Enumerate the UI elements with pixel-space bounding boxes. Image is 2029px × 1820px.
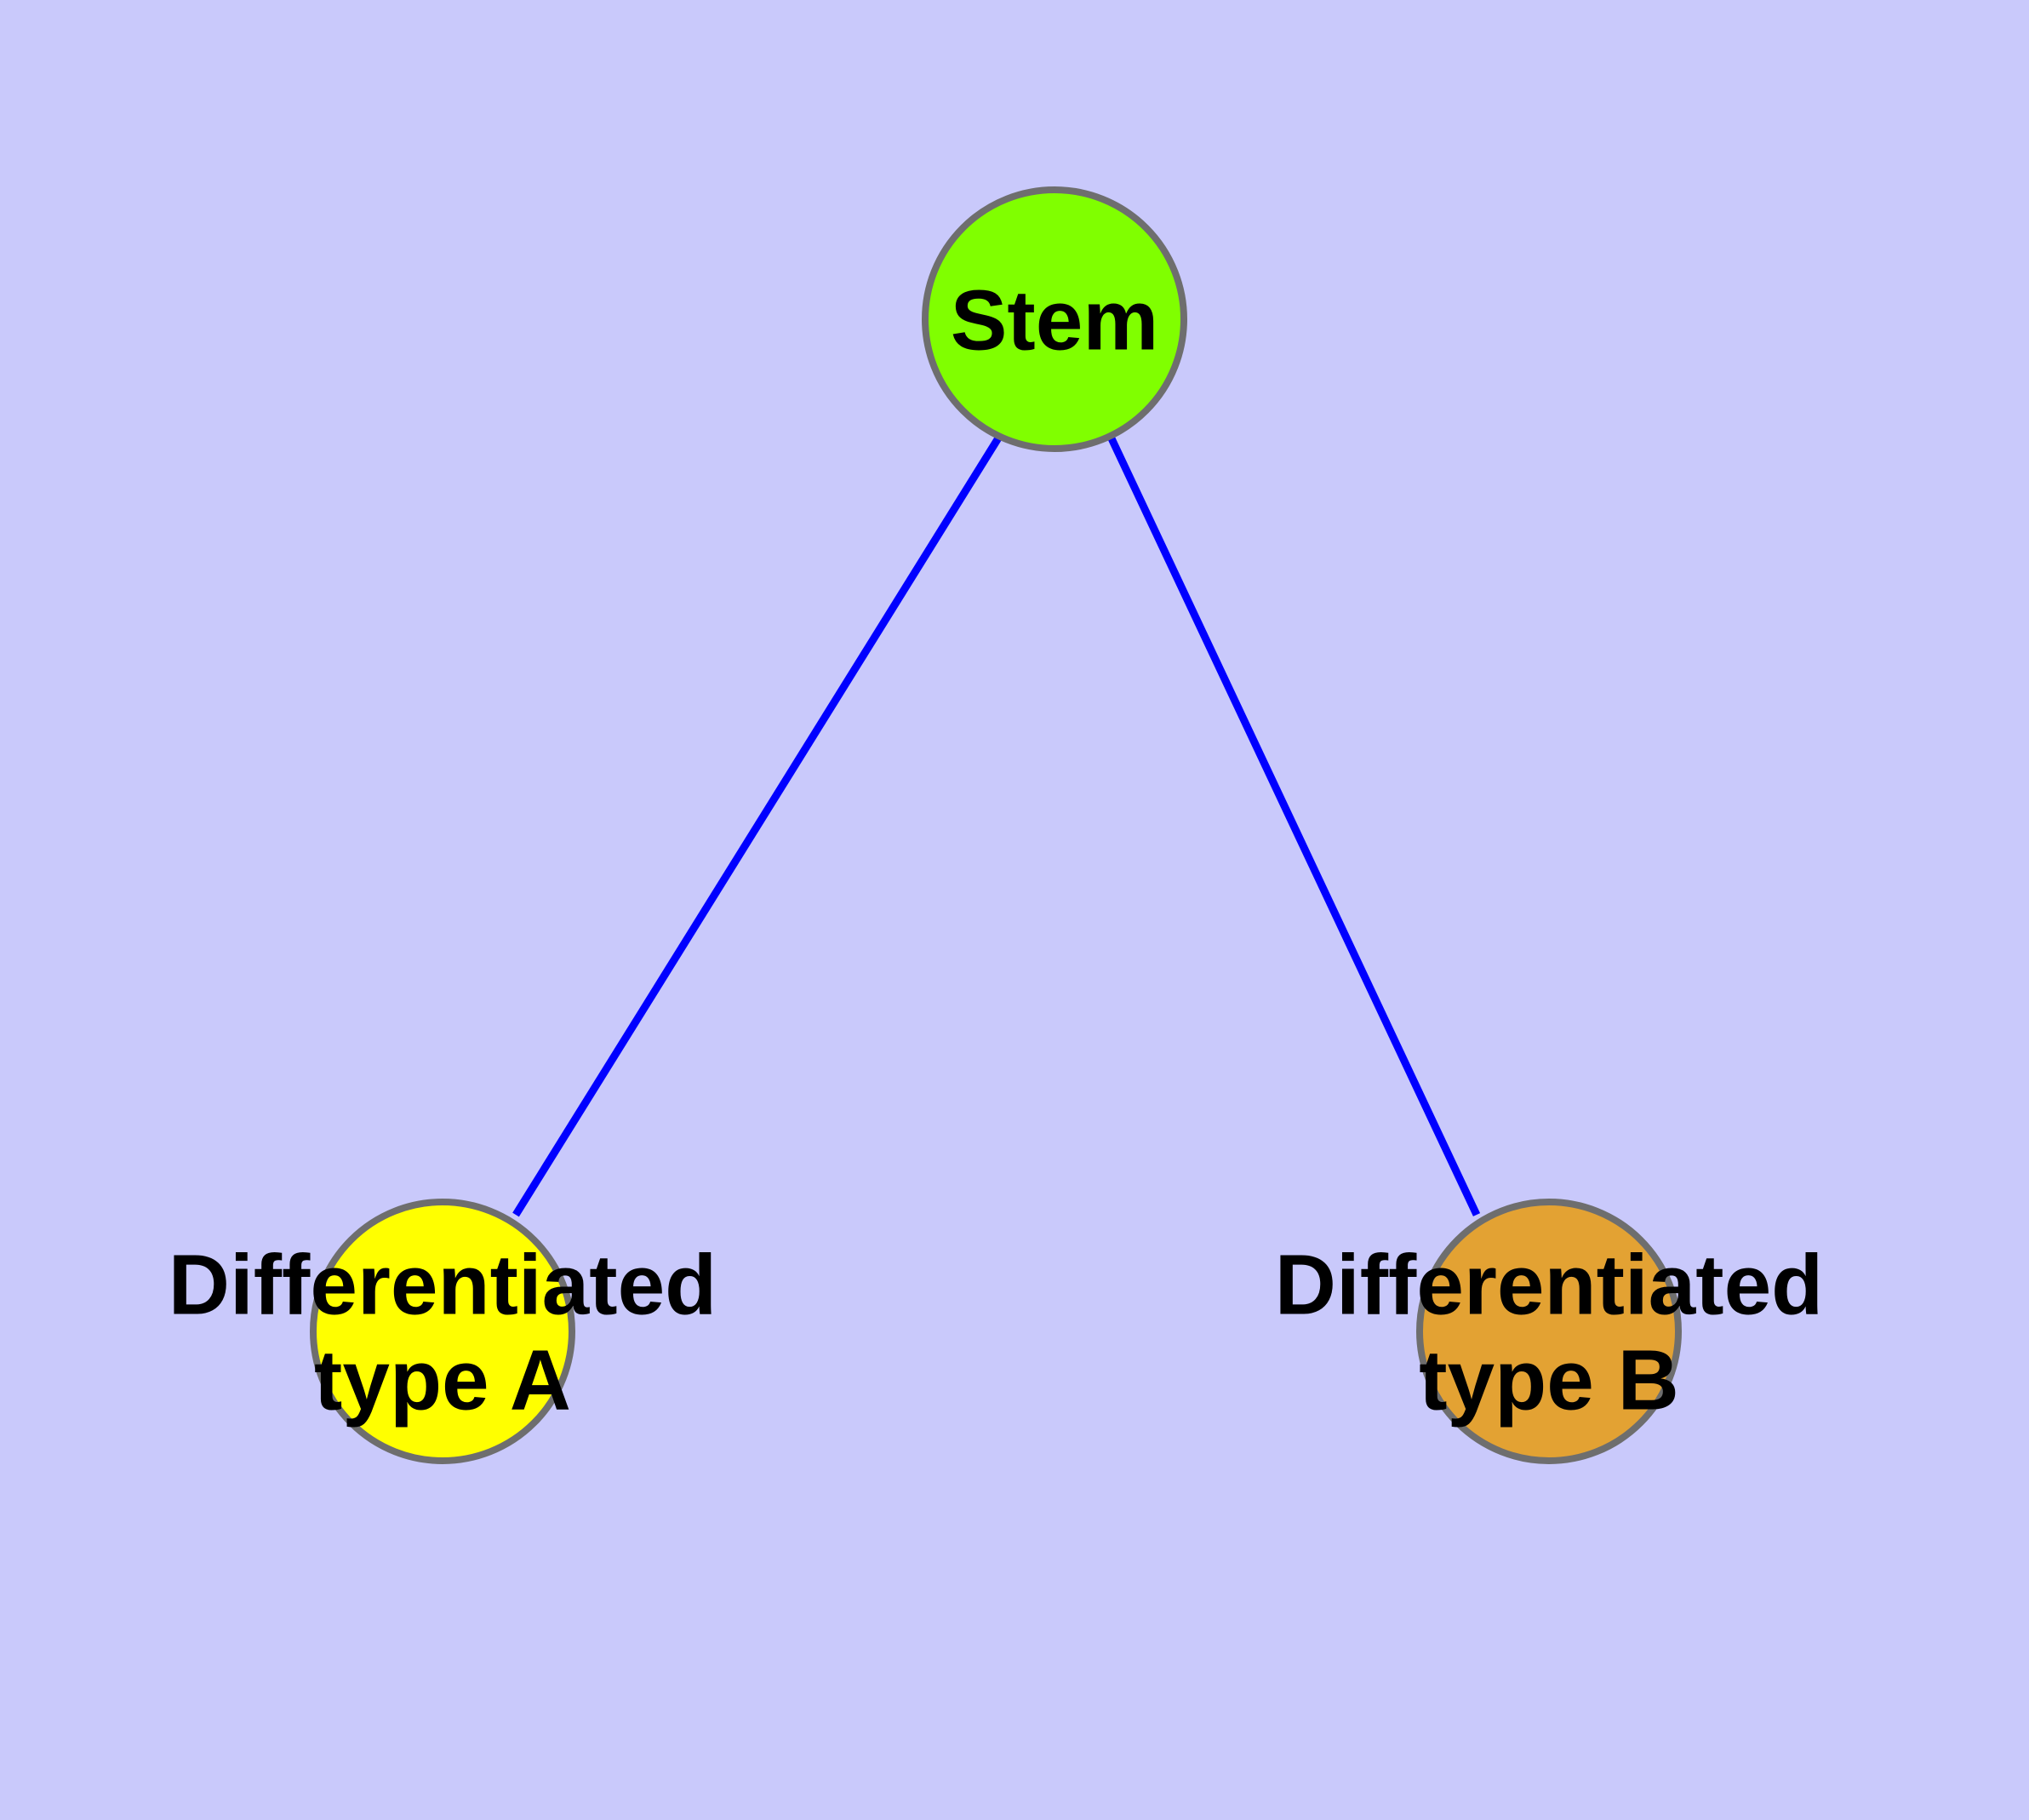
graph-edge-stem-to-b [1106, 435, 1481, 1216]
graph-node-label-line: type B [1419, 1333, 1679, 1428]
edges-layer [512, 434, 1481, 1217]
graph-node-label-line: Stem [951, 273, 1159, 369]
graph-node-label-line: Differentiated [1275, 1238, 1824, 1333]
graph-edge-stem-to-a [512, 434, 1003, 1217]
graph-node-label-line: Differentiated [169, 1238, 717, 1333]
nodes-layer [310, 186, 1682, 1464]
graph-node-label-stem: Stem [951, 273, 1159, 369]
graph-node-label-line: type A [314, 1333, 571, 1428]
graph-node-diff_b[interactable] [1416, 1199, 1682, 1464]
graph-node-stem[interactable] [922, 186, 1187, 452]
graph-node-diff_a[interactable] [310, 1199, 575, 1464]
